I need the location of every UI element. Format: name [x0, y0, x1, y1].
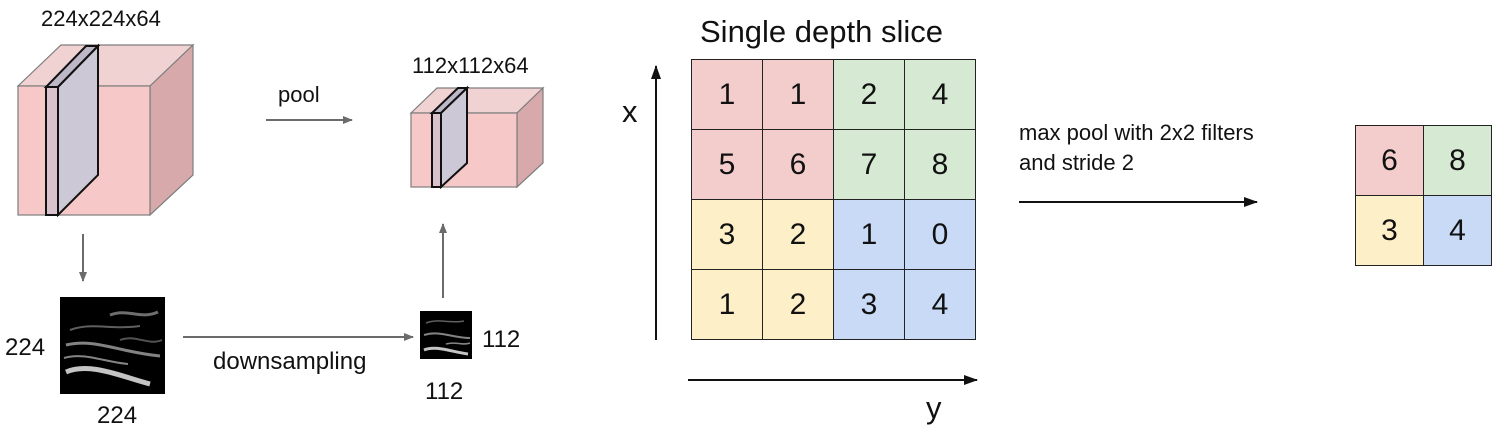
y-axis-label: y: [926, 390, 942, 425]
pooled-slice-height-label: 112: [482, 326, 521, 353]
output-grid: 6 8 3 4: [1355, 125, 1492, 266]
depth-slice-title: Single depth slice: [700, 14, 943, 49]
input-slice-height-label: 224: [5, 334, 46, 361]
grid-cell: 4: [904, 269, 976, 340]
maxpool-description: max pool with 2x2 filters and stride 2: [1019, 118, 1254, 178]
downsampling-label: downsampling: [213, 348, 367, 375]
input-grid: 1 1 2 4 5 6 7 8 3 2 1 0 1 2 3 4: [691, 59, 976, 340]
x-axis-label: x: [622, 94, 638, 129]
maxpool-description-line1: max pool with 2x2 filters: [1019, 120, 1254, 145]
grid-row: 6 8: [1355, 125, 1492, 196]
grid-cell: 1: [762, 59, 834, 130]
grid-row: 1 2 3 4: [691, 269, 976, 340]
input-volume-label: 224x224x64: [41, 6, 161, 31]
maxpool-description-line2: and stride 2: [1019, 150, 1134, 175]
grid-cell: 4: [904, 59, 976, 130]
grid-cell: 2: [762, 269, 834, 340]
input-activation-map: [60, 297, 165, 394]
input-slice-edge: [45, 86, 59, 216]
grid-cell: 5: [691, 129, 763, 200]
grid-cell: 0: [904, 199, 976, 270]
pool-label: pool: [278, 82, 320, 107]
grid-row: 3 4: [1355, 195, 1492, 266]
grid-cell: 1: [833, 199, 905, 270]
input-volume-cube: [16, 43, 195, 218]
grid-row: 3 2 1 0: [691, 199, 976, 270]
input-slice-width-label: 224: [97, 402, 138, 429]
grid-row: 5 6 7 8: [691, 129, 976, 200]
grid-cell: 6: [762, 129, 834, 200]
pooled-volume-label: 112x112x64: [412, 53, 529, 78]
grid-cell: 8: [904, 129, 976, 200]
grid-cell: 2: [762, 199, 834, 270]
grid-cell: 3: [691, 199, 763, 270]
grid-cell: 3: [1355, 195, 1424, 266]
pooled-volume-cube: [409, 85, 545, 190]
grid-cell: 2: [833, 59, 905, 130]
grid-cell: 1: [691, 269, 763, 340]
grid-cell: 7: [833, 129, 905, 200]
grid-row: 1 1 2 4: [691, 59, 976, 130]
pooled-slice-edge: [431, 112, 442, 188]
pooled-slice-width-label: 112: [425, 378, 464, 405]
grid-cell: 4: [1423, 195, 1492, 266]
grid-cell: 3: [833, 269, 905, 340]
pooled-activation-map: [420, 311, 472, 359]
grid-cell: 8: [1423, 125, 1492, 196]
grid-cell: 6: [1355, 125, 1424, 196]
grid-cell: 1: [691, 59, 763, 130]
